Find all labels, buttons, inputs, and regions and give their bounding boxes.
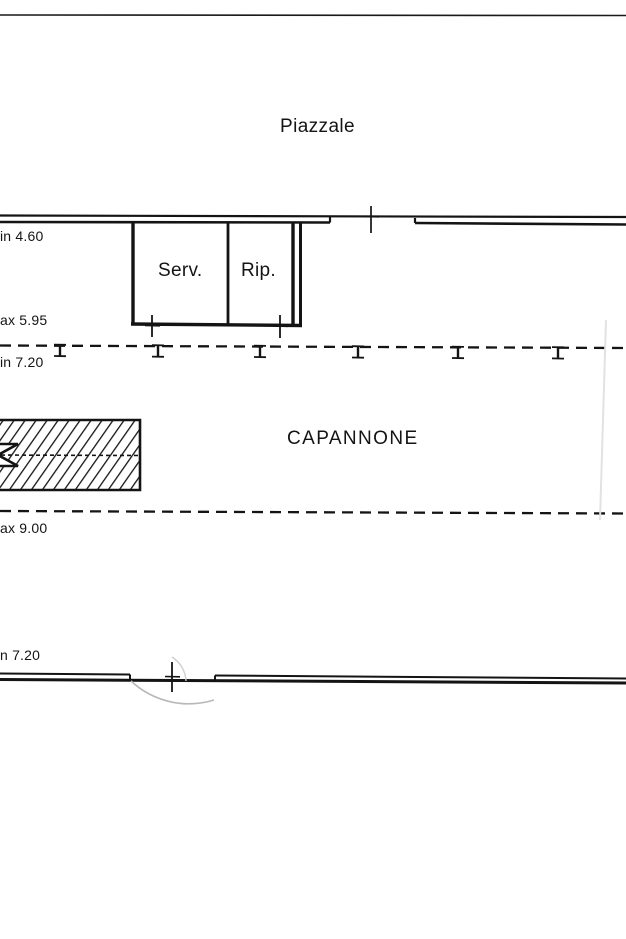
grid-line-upper-column-ticks (53, 343, 565, 360)
dimension-label-max-5-95: ax 5.95 (0, 312, 48, 328)
bottom-exterior-wall (0, 672, 626, 685)
room-label-rip: Rip. (241, 260, 276, 281)
grid-line-upper (0, 344, 626, 350)
grid-line-lower (0, 509, 626, 515)
scan-artifact-line (599, 319, 607, 521)
section-marker (0, 418, 142, 492)
dimension-label-min-7-20-upper: in 7.20 (0, 354, 44, 370)
dimension-label-min-4-60: in 4.60 (0, 228, 44, 244)
service-room-dim-tick-left (144, 315, 161, 337)
door-swing-arc (130, 656, 215, 705)
sheet-top-edge-line (0, 14, 626, 17)
area-label-piazzale: Piazzale (280, 116, 356, 137)
dimension-label-max-9-00: ax 9.00 (0, 520, 48, 536)
bottom-wall-opening-tick (164, 662, 181, 692)
service-room-dim-tick-right (272, 315, 289, 338)
top-exterior-wall (0, 214, 626, 226)
top-wall-opening-tick (363, 206, 380, 233)
dimension-label-min-7-20-lower: n 7.20 (0, 647, 41, 663)
area-label-capannone: CAPANNONE (287, 428, 419, 449)
room-label-serv: Serv. (158, 260, 203, 281)
service-rooms-block (130, 222, 303, 328)
